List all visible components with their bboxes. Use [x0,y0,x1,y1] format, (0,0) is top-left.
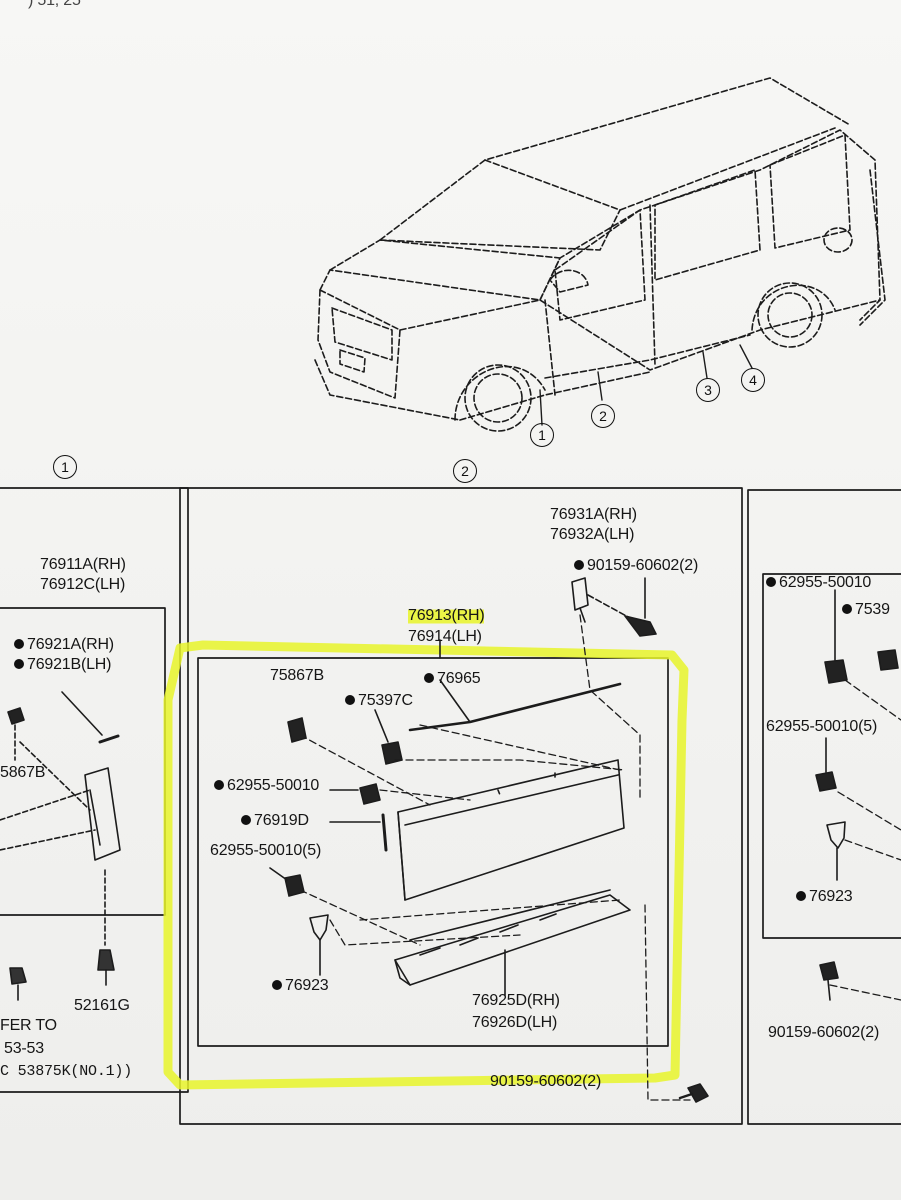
label-76931a: 76931A(RH) [550,506,637,523]
label-76921b: 76921B(LH) [14,656,111,674]
corner-text: ) 51, 25 [28,0,81,9]
label-62955-50010: 62955-50010 [214,777,319,795]
label-52161g: 52161G [74,997,130,1014]
label-75867b: 75867B [270,667,324,684]
label-5867b: 5867B [0,764,46,781]
label-right-7539: 7539 [842,601,890,619]
label-right-76923: 76923 [796,888,853,906]
vehicle-illustration [314,77,886,432]
label-76923: 76923 [272,977,329,995]
label-refer-to: FER TO [0,1017,57,1034]
label-screw-top: 90159-60602(2) [574,557,698,575]
section-2-marker: 2 [453,459,477,483]
label-76913-rh: 76913(RH) [408,607,485,625]
label-62955-50010-5: 62955-50010(5) [210,842,322,859]
label-76919d: 76919D [241,812,309,830]
left-panel-parts [0,691,121,1001]
highlight-marker [163,640,689,1090]
label-76932a: 76932A(LH) [550,526,635,543]
callout-leaders [539,344,753,426]
center-panel-parts [269,577,709,1103]
label-76926d: 76926D(LH) [472,1014,558,1031]
label-76925d: 76925D(RH) [472,992,560,1009]
label-76911a: 76911A(RH) [40,556,126,573]
label-76914-lh: 76914(LH) [408,628,482,645]
label-76965: 76965 [424,670,481,688]
label-right-62955-5: 62955-50010(5) [766,718,878,735]
label-ref-page: 53-53 [4,1040,44,1057]
callout-4: 4 [741,368,765,392]
label-75397c: 75397C [345,692,413,710]
section-1-marker: 1 [53,455,77,479]
callout-3: 3 [696,378,720,402]
callout-2: 2 [591,404,615,428]
label-right-62955: 62955-50010 [766,574,871,592]
label-ref-part: C 53875K(NO.1)) [0,1063,133,1080]
label-76912c: 76912C(LH) [40,576,126,593]
label-right-screw: 90159-60602(2) [768,1024,880,1041]
callout-1: 1 [530,423,554,447]
label-76921a: 76921A(RH) [14,636,114,654]
right-panel-parts [815,589,901,1001]
label-screw-bottom: 90159-60602(2) [490,1073,602,1090]
